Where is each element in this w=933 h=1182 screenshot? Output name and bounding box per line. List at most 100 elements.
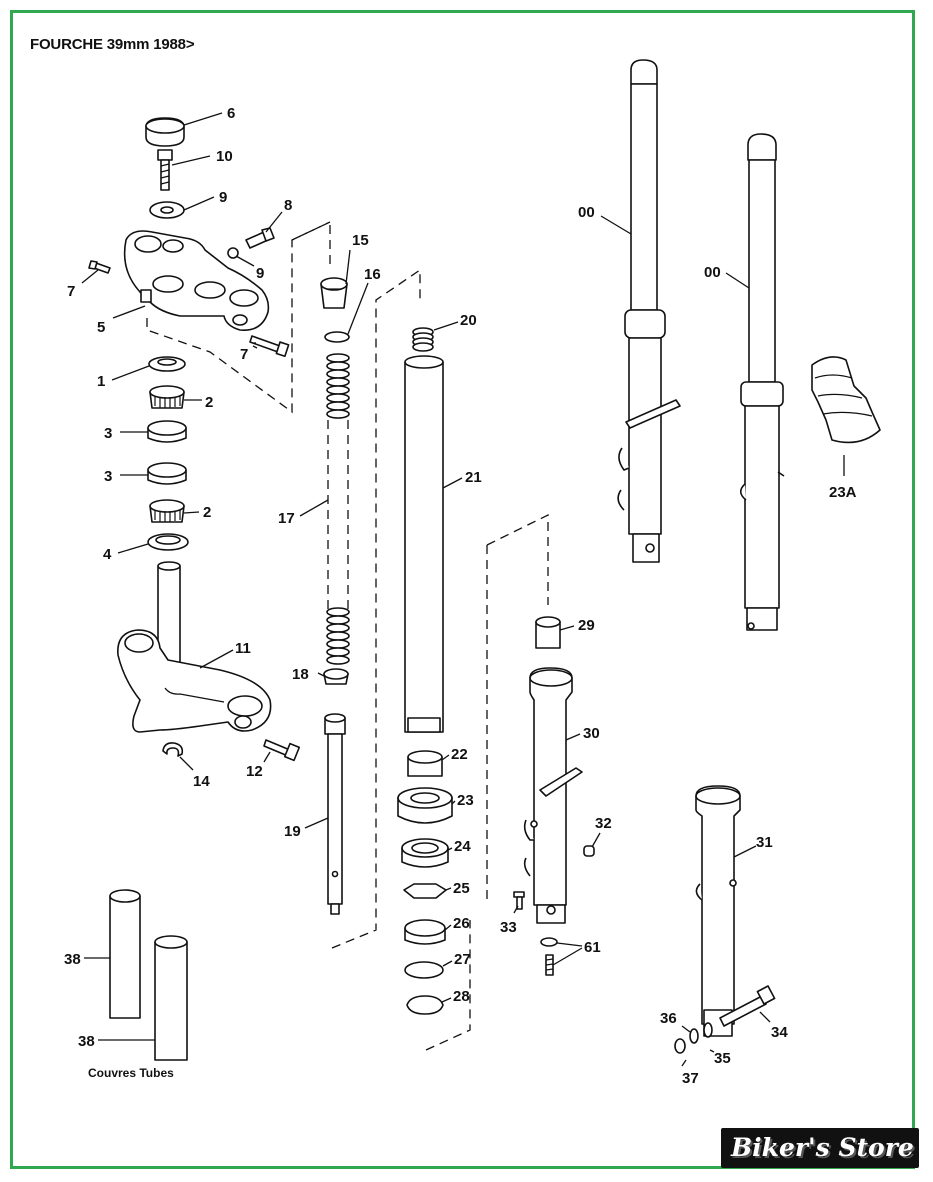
label-19: 19 bbox=[284, 823, 301, 840]
label-2-bottom: 2 bbox=[203, 504, 211, 521]
label-10: 10 bbox=[216, 148, 233, 165]
part-12-bolt bbox=[263, 739, 301, 762]
label-3-top: 3 bbox=[104, 425, 112, 442]
guide-line-slider bbox=[486, 513, 549, 605]
label-26: 26 bbox=[453, 915, 470, 932]
spring-coil bbox=[326, 631, 350, 641]
part-19-damper-rod bbox=[324, 713, 346, 915]
part-5-upper-clamp bbox=[123, 230, 270, 331]
spring-coil bbox=[326, 607, 350, 617]
cover-tubes-caption: Couvres Tubes bbox=[88, 1066, 174, 1080]
guide-line-cap bbox=[291, 220, 331, 270]
part-23A-fork-boot bbox=[811, 356, 881, 444]
part-36-washer bbox=[689, 1028, 699, 1044]
part-6-nut-cover bbox=[145, 117, 185, 147]
label-23: 23 bbox=[457, 792, 474, 809]
part-2-bearing-bottom bbox=[149, 499, 185, 523]
label-22: 22 bbox=[451, 746, 468, 763]
part-18-spring-seat bbox=[323, 668, 349, 685]
label-29: 29 bbox=[578, 617, 595, 634]
spring-coil bbox=[326, 377, 350, 387]
label-2-top: 2 bbox=[205, 394, 213, 411]
label-9: 9 bbox=[219, 189, 227, 206]
diagram-title: FOURCHE 39mm 1988> bbox=[30, 36, 195, 53]
part-21-fork-tube bbox=[404, 355, 444, 733]
part-7-bolt-left bbox=[88, 260, 111, 274]
part-00-fork-leg-1 bbox=[617, 59, 681, 563]
label-00-leg-1: 00 bbox=[578, 204, 595, 221]
part-24-seal bbox=[401, 838, 449, 868]
part-38-cover-tube-2 bbox=[154, 935, 188, 1061]
part-32-plug bbox=[583, 845, 595, 857]
part-9-small-washer bbox=[227, 247, 239, 259]
part-labels: 6 10 9 8 9 7 5 7 1 2 3 3 2 4 11 14 12 15… bbox=[64, 105, 857, 1087]
diagram-frame bbox=[10, 10, 915, 1169]
label-20: 20 bbox=[460, 312, 477, 329]
part-22-bushing bbox=[407, 750, 443, 777]
guide-line-seals bbox=[425, 545, 488, 1051]
part-38-cover-tube-1 bbox=[109, 889, 141, 1019]
part-20-spring bbox=[412, 327, 434, 352]
brand-logo: Biker's Store bbox=[721, 1128, 919, 1168]
part-8-bolt bbox=[245, 227, 275, 249]
part-17-spring bbox=[326, 353, 350, 665]
label-5: 5 bbox=[97, 319, 105, 336]
part-2-bearing-top bbox=[149, 385, 185, 409]
part-29-bushing bbox=[535, 616, 561, 649]
label-00-leg-2: 00 bbox=[704, 264, 721, 281]
spring-coil bbox=[326, 655, 350, 665]
part-11-lower-clamp bbox=[117, 561, 272, 733]
part-33-screw bbox=[513, 891, 525, 910]
label-7-left: 7 bbox=[67, 283, 75, 300]
spring-coil bbox=[326, 615, 350, 625]
part-61-washer-bolt bbox=[540, 937, 558, 976]
label-6: 6 bbox=[227, 105, 235, 122]
label-31: 31 bbox=[756, 834, 773, 851]
part-14-clip bbox=[162, 742, 184, 757]
label-18: 18 bbox=[292, 666, 309, 683]
label-16: 16 bbox=[364, 266, 381, 283]
label-27: 27 bbox=[454, 951, 471, 968]
spring-coil bbox=[326, 623, 350, 633]
label-4: 4 bbox=[103, 546, 112, 563]
part-15-cap-bolt bbox=[320, 277, 348, 309]
label-37: 37 bbox=[682, 1070, 699, 1087]
brand-logo-text: Biker's Store bbox=[731, 1133, 914, 1162]
label-8: 8 bbox=[284, 197, 292, 214]
part-25-clip bbox=[403, 883, 447, 899]
label-3-bottom: 3 bbox=[104, 468, 112, 485]
label-15: 15 bbox=[352, 232, 369, 249]
label-24: 24 bbox=[454, 838, 471, 855]
part-27-ring bbox=[404, 961, 444, 979]
label-9-small: 9 bbox=[256, 265, 264, 282]
spring-coil bbox=[326, 369, 350, 379]
spring-coil bbox=[326, 361, 350, 371]
label-34: 34 bbox=[771, 1024, 788, 1041]
label-11: 11 bbox=[235, 640, 251, 657]
spring-coil bbox=[326, 647, 350, 657]
part-4-seal bbox=[147, 533, 189, 551]
spring-coil bbox=[326, 639, 350, 649]
label-33: 33 bbox=[500, 919, 517, 936]
part-26-washer bbox=[404, 919, 446, 945]
part-3-race-bottom bbox=[147, 462, 187, 485]
part-1-race bbox=[148, 356, 186, 372]
part-37-nut bbox=[674, 1038, 686, 1054]
label-36: 36 bbox=[660, 1010, 677, 1027]
label-35: 35 bbox=[714, 1050, 731, 1067]
label-17: 17 bbox=[278, 510, 295, 527]
part-23-seal-large bbox=[397, 787, 453, 824]
spring-coil bbox=[326, 401, 350, 411]
part-3-race-top bbox=[147, 420, 187, 443]
part-16-o-ring bbox=[324, 331, 350, 343]
part-31-slider bbox=[695, 785, 741, 1037]
spring-coil bbox=[326, 385, 350, 395]
label-38-tube-1: 38 bbox=[64, 951, 81, 968]
part-34-bolt bbox=[719, 985, 776, 1027]
label-25: 25 bbox=[453, 880, 470, 897]
label-30: 30 bbox=[583, 725, 600, 742]
label-28: 28 bbox=[453, 988, 470, 1005]
label-61: 61 bbox=[584, 939, 601, 956]
part-00-fork-leg-2 bbox=[739, 133, 785, 631]
